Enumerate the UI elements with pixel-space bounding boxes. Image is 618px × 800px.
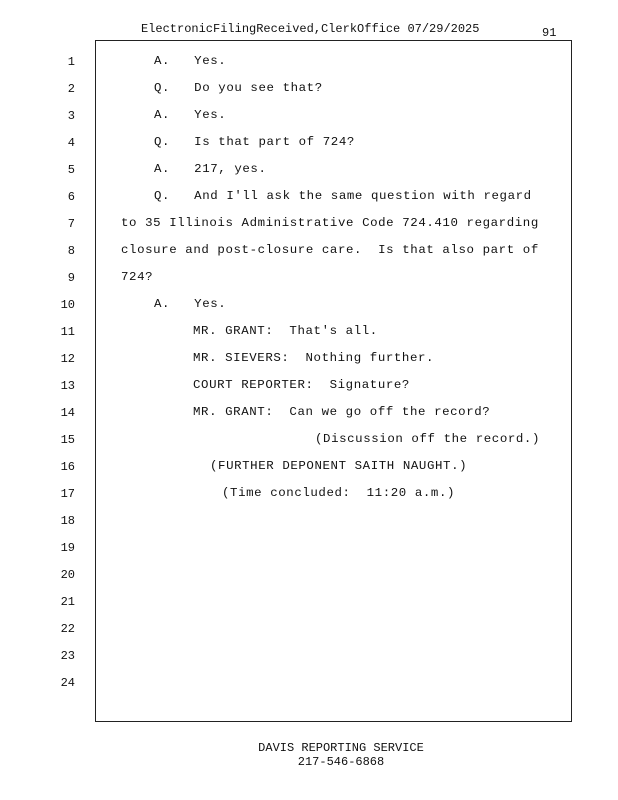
line-number: 11 xyxy=(60,325,75,339)
reporting-company: DAVIS REPORTING SERVICE xyxy=(258,741,424,755)
line-number: 1 xyxy=(67,55,75,69)
line-number: 3 xyxy=(67,109,75,123)
line-number: 5 xyxy=(67,163,75,177)
line-number: 10 xyxy=(60,298,75,312)
transcript-line-text: (Discussion off the record.) xyxy=(315,432,540,446)
line-number: 20 xyxy=(60,568,75,582)
transcript-line-text: COURT REPORTER: Signature? xyxy=(193,378,410,392)
line-number: 14 xyxy=(60,406,75,420)
transcript-line-text: A. 217, yes. xyxy=(154,162,267,176)
transcript-line-text: A. Yes. xyxy=(154,108,227,122)
line-number: 6 xyxy=(67,190,75,204)
transcript-line-text: 724? xyxy=(121,270,154,284)
page-number: 91 xyxy=(542,26,557,40)
line-number: 23 xyxy=(60,649,75,663)
line-number: 24 xyxy=(60,676,75,690)
line-number: 21 xyxy=(60,595,75,609)
transcript-line-text: A. Yes. xyxy=(154,54,227,68)
line-number: 12 xyxy=(60,352,75,366)
transcript-line-text: MR. GRANT: That's all. xyxy=(193,324,378,338)
line-number: 13 xyxy=(60,379,75,393)
line-number: 17 xyxy=(60,487,75,501)
transcript-line-text: closure and post-closure care. Is that a… xyxy=(121,243,539,257)
line-number: 19 xyxy=(60,541,75,555)
line-number: 4 xyxy=(67,136,75,150)
transcript-line-text: Q. Do you see that? xyxy=(154,81,323,95)
transcript-line-text: to 35 Illinois Administrative Code 724.4… xyxy=(121,216,539,230)
line-number: 8 xyxy=(67,244,75,258)
transcript-line-text: (FURTHER DEPONENT SAITH NAUGHT.) xyxy=(210,459,468,473)
transcript-line-text: A. Yes. xyxy=(154,297,227,311)
transcript-frame xyxy=(95,40,572,722)
line-number: 22 xyxy=(60,622,75,636)
line-number: 9 xyxy=(67,271,75,285)
line-number: 16 xyxy=(60,460,75,474)
line-number: 2 xyxy=(67,82,75,96)
line-number: 18 xyxy=(60,514,75,528)
transcript-line-text: MR. GRANT: Can we go off the record? xyxy=(193,405,491,419)
transcript-line-text: Q. Is that part of 724? xyxy=(154,135,355,149)
transcript-line-text: (Time concluded: 11:20 a.m.) xyxy=(222,486,456,500)
transcript-line-text: Q. And I'll ask the same question with r… xyxy=(154,189,532,203)
electronic-filing-stamp: ElectronicFilingReceived,ClerkOffice 07/… xyxy=(141,22,480,36)
line-number: 15 xyxy=(60,433,75,447)
transcript-line-text: MR. SIEVERS: Nothing further. xyxy=(193,351,435,365)
reporting-phone: 217-546-6868 xyxy=(297,755,385,769)
line-number: 7 xyxy=(67,217,75,231)
